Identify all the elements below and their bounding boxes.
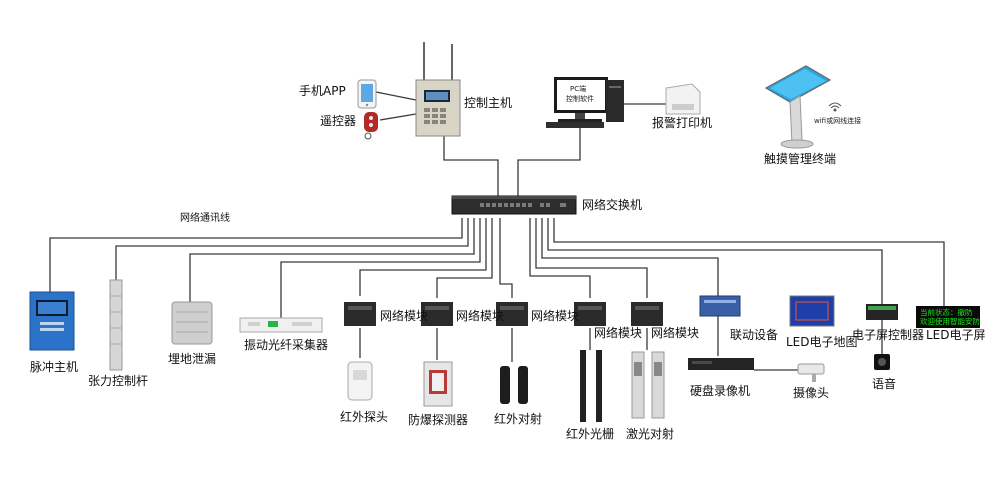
network-module-label-2: 网络模块 bbox=[456, 309, 505, 323]
pulse-host-label: 脉冲主机 bbox=[30, 360, 79, 374]
vibration-fiber-device bbox=[239, 317, 323, 333]
hdd-recorder-device bbox=[688, 358, 754, 370]
ir-probe-device bbox=[347, 361, 373, 401]
network-module-label-5: 网络模块 bbox=[651, 326, 700, 340]
printer-device bbox=[665, 83, 701, 115]
laser-beam-device bbox=[631, 351, 665, 419]
linkage-device bbox=[699, 295, 741, 317]
ir-grating-label: 红外光栅 bbox=[566, 427, 615, 441]
speaker-icon bbox=[874, 354, 890, 370]
network-module-label-1: 网络模块 bbox=[380, 309, 429, 323]
screen-controller-device bbox=[866, 304, 898, 320]
control-host-label: 控制主机 bbox=[464, 96, 513, 110]
network-switch-device bbox=[451, 195, 577, 215]
hdd-recorder-label: 硬盘录像机 bbox=[690, 384, 751, 398]
screen-controller-label: 电子屏控制器 bbox=[852, 328, 925, 342]
pc-screen-line2: 控制软件 bbox=[566, 95, 594, 103]
network-module-3 bbox=[496, 302, 528, 326]
led-screen-text-2: 欢迎使用智能安防 bbox=[920, 317, 980, 326]
remote-icon bbox=[364, 112, 378, 140]
camera-label: 摄像头 bbox=[793, 386, 830, 400]
network-module-5 bbox=[631, 302, 663, 326]
tension-rod-device bbox=[109, 279, 123, 371]
led-map-device bbox=[789, 295, 835, 327]
control-host-device bbox=[415, 42, 461, 137]
led-map-label: LED电子地图 bbox=[786, 335, 858, 349]
touch-terminal-device bbox=[764, 65, 832, 149]
network-switch-label: 网络交换机 bbox=[582, 198, 643, 212]
ir-grating-device bbox=[580, 350, 602, 422]
ir-beam-label: 红外对射 bbox=[494, 412, 543, 426]
camera-icon bbox=[797, 363, 825, 382]
explosion-detector-label: 防爆探测器 bbox=[408, 413, 469, 427]
network-module-4 bbox=[574, 302, 606, 326]
wifi-icon bbox=[828, 102, 842, 112]
ir-beam-device bbox=[500, 366, 528, 404]
network-module-2 bbox=[421, 302, 453, 326]
buried-leak-device bbox=[171, 301, 213, 345]
led-screen-device bbox=[916, 306, 980, 328]
network-module-1 bbox=[344, 302, 376, 326]
led-screen-text-1: 当前状态：撤防 bbox=[920, 308, 973, 317]
voice-label: 语音 bbox=[872, 377, 897, 391]
ir-probe-label: 红外探头 bbox=[340, 410, 389, 424]
network-cable-label: 网络通讯线 bbox=[180, 213, 230, 224]
touch-terminal-label: 触摸管理终端 bbox=[764, 152, 837, 166]
linkage-device-label: 联动设备 bbox=[730, 328, 779, 342]
network-module-label-4: 网络模块 bbox=[594, 326, 643, 340]
pulse-host-device bbox=[29, 291, 75, 351]
pc-screen-line1: PC端 bbox=[570, 85, 587, 93]
alarm-printer-label: 报警打印机 bbox=[652, 116, 713, 130]
tension-rod-label: 张力控制杆 bbox=[88, 374, 149, 388]
phone-app-label: 手机APP bbox=[299, 84, 346, 98]
network-module-label-3: 网络模块 bbox=[531, 309, 580, 323]
connection-lines bbox=[49, 91, 945, 371]
explosion-detector-device bbox=[423, 361, 453, 407]
phone-icon bbox=[357, 79, 377, 109]
vibration-fiber-label: 振动光纤采集器 bbox=[244, 338, 329, 352]
laser-beam-label: 激光对射 bbox=[626, 427, 675, 441]
buried-leak-label: 埋地泄漏 bbox=[168, 352, 217, 366]
pc-workstation bbox=[546, 77, 624, 128]
wifi-link-label: wifi或网线连接 bbox=[814, 117, 862, 125]
remote-label: 遥控器 bbox=[320, 114, 357, 128]
led-screen-label: LED电子屏 bbox=[926, 328, 986, 342]
